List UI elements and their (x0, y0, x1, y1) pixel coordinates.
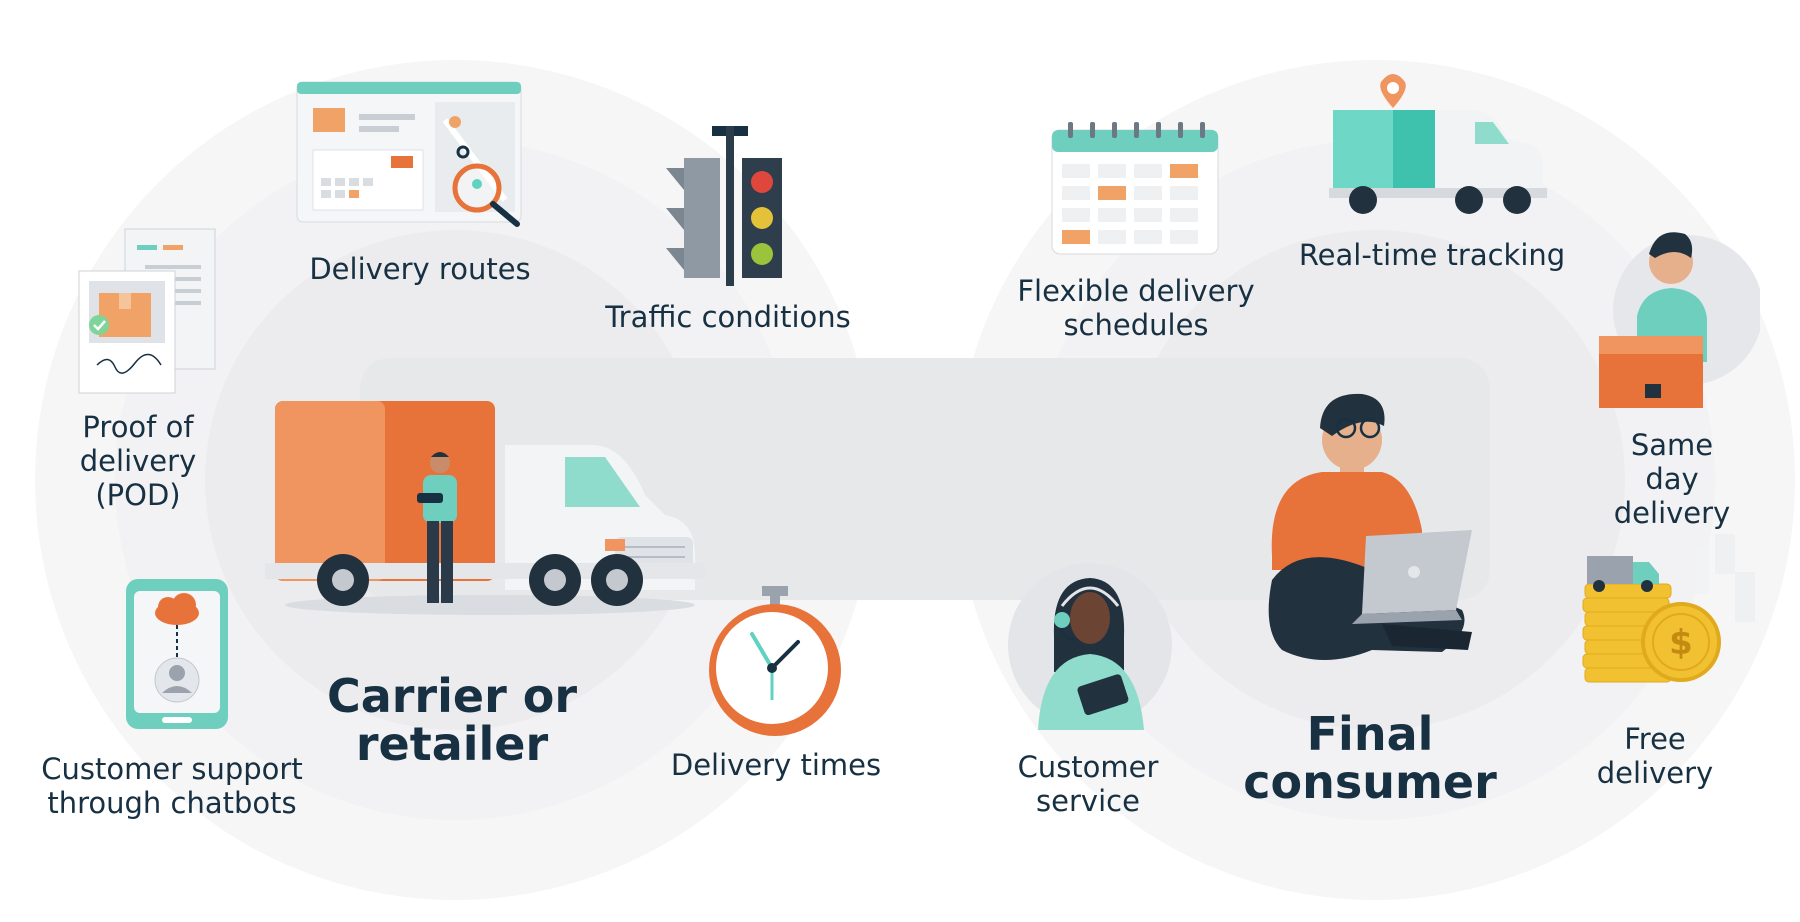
label-delivery-times: Delivery times (670, 748, 882, 782)
tracking-van-icon (1329, 74, 1547, 214)
map-window-icon (296, 81, 522, 227)
label-flexible-schedules: Flexible delivery schedules (1017, 274, 1255, 342)
label-free-delivery: Free delivery (1596, 722, 1714, 790)
stopwatch-icon (709, 586, 841, 736)
customer-service-agent-icon (1008, 563, 1172, 730)
traffic-light-icon (666, 126, 782, 286)
label-same-day-delivery: Same day delivery (1613, 428, 1731, 530)
final-consumer-title: Final consumer (1243, 707, 1497, 809)
label-proof-of-delivery: Proof of delivery (POD) (79, 410, 197, 512)
carrier-or-retailer-title: Carrier or retailer (326, 669, 578, 771)
courier-box-icon (1599, 232, 1760, 408)
label-customer-service: Customer service (1017, 750, 1159, 818)
phone-chatbot-icon (126, 579, 228, 729)
svg-text:$: $ (1669, 623, 1693, 663)
label-realtime-tracking: Real-time tracking (1298, 238, 1566, 272)
calendar-icon (1051, 122, 1219, 255)
label-customer-support: Customer support through chatbots (41, 752, 303, 820)
document-icon (78, 228, 216, 394)
consumer-laptop-icon (1268, 393, 1472, 660)
label-delivery-routes: Delivery routes (309, 252, 531, 286)
coins-truck-icon: $ (1582, 534, 1755, 683)
label-traffic-conditions: Traffic conditions (605, 300, 851, 334)
carrier-truck-icon (265, 401, 705, 615)
